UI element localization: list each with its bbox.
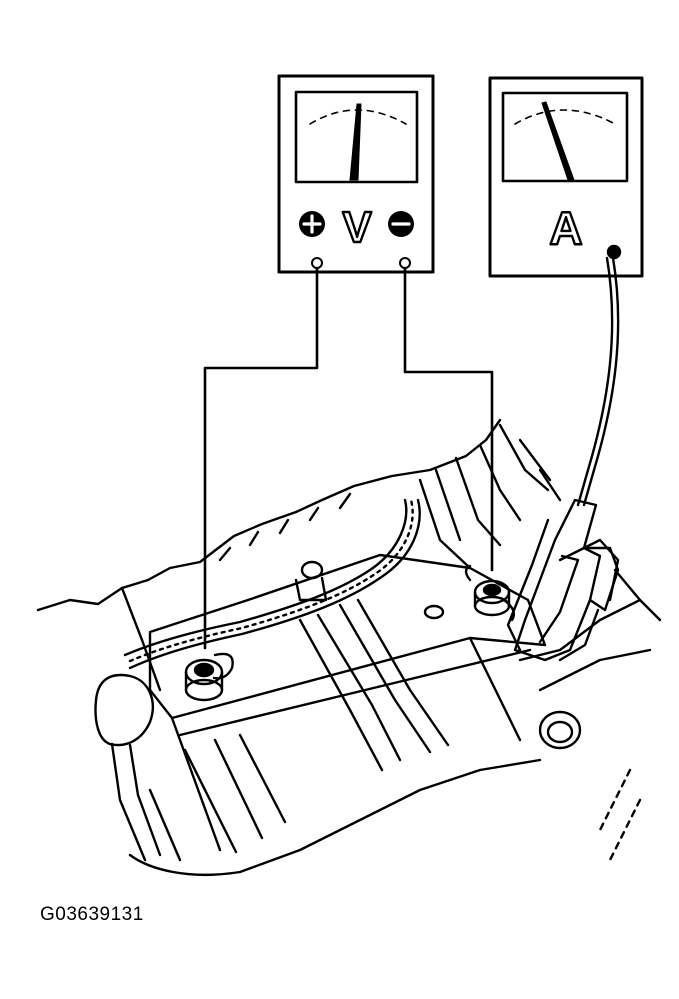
battery-cable-harness [94, 498, 421, 862]
positive-cable-boot [94, 673, 154, 747]
battery-top-outline [148, 553, 547, 720]
voltmeter-leads [203, 266, 494, 650]
voltmeter-needle [349, 103, 362, 181]
inductive-clamp [513, 498, 602, 662]
voltmeter [277, 74, 435, 274]
voltmeter-positive-terminal [311, 257, 323, 269]
fender-edge [36, 418, 502, 612]
positive-lead-wire [203, 266, 319, 650]
voltmeter-positive-symbol-icon [299, 211, 325, 237]
ammeter-lead-wire [582, 256, 620, 507]
ammeter-lead-socket [606, 244, 622, 260]
battery-negative-terminal [464, 564, 515, 622]
voltmeter-unit-label: V [342, 203, 372, 252]
voltmeter-negative-terminal [399, 257, 411, 269]
battery-front-face [170, 636, 522, 852]
ammeter-needle [541, 101, 575, 181]
front-structure [518, 598, 662, 692]
battery-positive-terminal [184, 652, 234, 702]
figure-id-label: G03639131 [40, 904, 144, 925]
bolt-hole [538, 710, 582, 750]
voltmeter-dial-window [294, 90, 419, 184]
ammeter-dial-window [501, 91, 629, 183]
ammeter-unit-label: A [549, 202, 582, 254]
engine-bay-outline [36, 418, 662, 876]
ammeter-scale-arc [514, 109, 616, 125]
battery [148, 553, 547, 854]
ammeter-body [488, 76, 644, 278]
voltmeter-body [277, 74, 435, 274]
ammeter-lead-and-clamp [506, 256, 620, 662]
battery-vent-cap [423, 604, 445, 620]
voltmeter-negative-symbol-icon [388, 211, 414, 237]
